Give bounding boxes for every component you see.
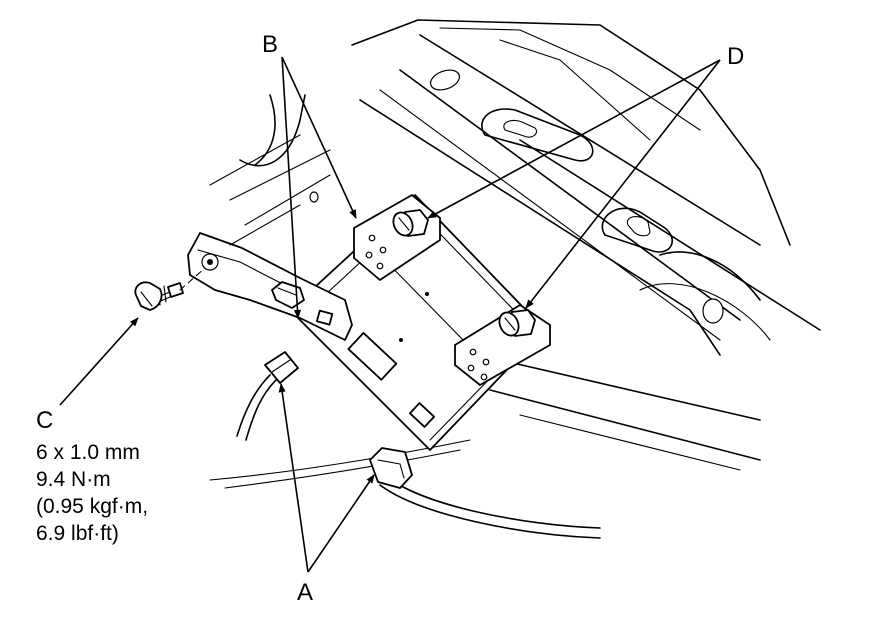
leader-b-2	[281, 56, 302, 319]
leader-lines	[59, 56, 721, 573]
connector-a-left	[236, 351, 299, 441]
leader-d-1	[427, 59, 721, 219]
spec-c-line1: 6 x 1.0 mm	[36, 441, 140, 464]
bolt-d-upper	[392, 209, 429, 237]
body-hole-right	[702, 298, 724, 324]
body-slot-lower	[601, 207, 673, 253]
spec-c-line3: (0.95 kgf·m,	[36, 495, 148, 518]
bracket-arm	[187, 232, 353, 341]
callout-b: B	[262, 31, 278, 58]
bolt-c-guide-line-2	[229, 204, 301, 246]
callout-a: A	[297, 579, 313, 606]
leader-a-2	[307, 474, 375, 573]
bolt-c-guide-line	[179, 267, 206, 291]
spec-c-line2: 9.4 N·m	[36, 468, 111, 491]
body-panel	[209, 19, 821, 489]
body-slot-upper	[481, 108, 594, 162]
bolt-c	[134, 281, 184, 311]
bolt-d-lower	[498, 309, 536, 337]
leader-d-2	[525, 59, 721, 309]
leader-c	[59, 317, 139, 406]
body-hole-oval	[429, 69, 461, 91]
leader-a-1	[278, 383, 309, 573]
leader-b-1	[281, 56, 357, 219]
spec-c-line4: 6.9 lbf·ft)	[36, 522, 119, 545]
body-hole-small	[309, 191, 319, 203]
callout-c: C	[36, 407, 53, 434]
callout-d: D	[727, 43, 744, 70]
connector-a-right	[369, 447, 601, 539]
